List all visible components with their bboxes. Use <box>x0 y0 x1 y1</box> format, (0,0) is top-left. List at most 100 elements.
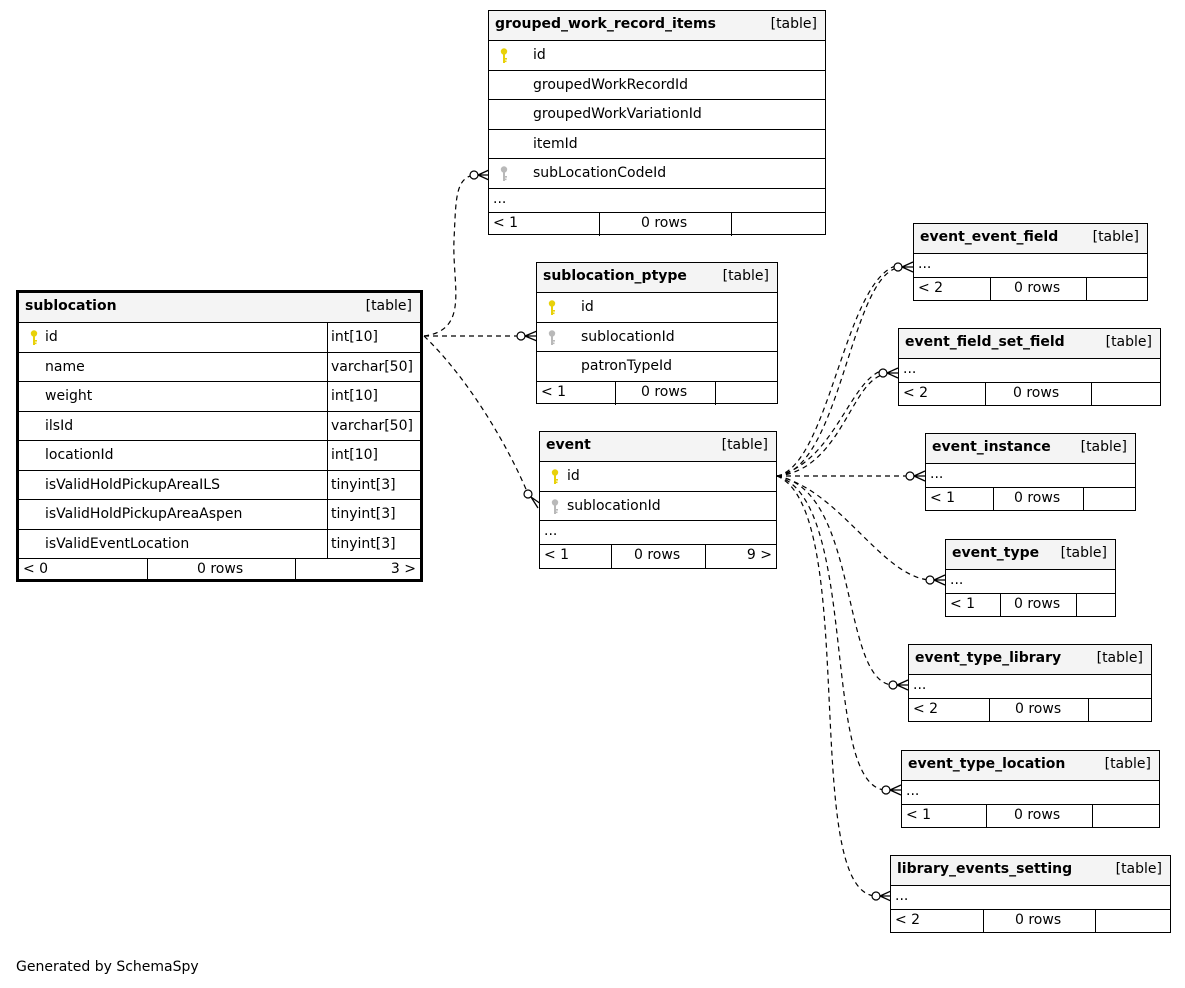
row-count: 0 rows <box>1015 912 1062 928</box>
table-header: event [table] <box>540 432 776 462</box>
table-header: sublocation [table] <box>19 293 420 323</box>
table-name: grouped_work_record_items <box>495 16 716 32</box>
row-count: 0 rows <box>197 561 244 577</box>
parents-count: < 2 <box>895 912 921 928</box>
crowfoot-optional-marker <box>893 262 903 272</box>
parents-count: < 2 <box>903 385 929 401</box>
table-type: [table] <box>721 437 768 453</box>
column-row: itemId <box>489 130 825 159</box>
column-name: isValidHoldPickupAreaILS <box>45 476 220 493</box>
table-footer: < 2 0 rows <box>909 699 1151 722</box>
column-type: varchar[50] <box>331 417 413 434</box>
primary-key-icon <box>545 299 559 317</box>
table-type: [table] <box>1104 756 1151 772</box>
parents-count: < 1 <box>930 490 956 506</box>
parents-count: < 0 <box>23 561 49 577</box>
row-count: 0 rows <box>641 214 688 231</box>
column-name: id <box>567 468 580 484</box>
more-columns: ... <box>489 189 825 213</box>
edge-sublocation-event <box>423 335 529 495</box>
column-name: subLocationCodeId <box>533 165 667 181</box>
column-name: patronTypeId <box>581 358 673 374</box>
table-footer: < 2 0 rows <box>891 910 1170 933</box>
column-type: varchar[50] <box>331 358 413 375</box>
crowfoot-many-marker <box>886 367 899 379</box>
more-columns: ... <box>891 886 1170 910</box>
primary-key-icon <box>548 468 562 486</box>
crowfoot-optional-marker <box>888 680 898 690</box>
table-name: sublocation_ptype <box>543 268 687 284</box>
crowfoot-many-marker <box>896 679 909 691</box>
table-name: event_instance <box>932 439 1051 455</box>
table-header: event_type_location[table] <box>902 751 1159 781</box>
table-name: sublocation <box>25 298 117 314</box>
more-columns: ... <box>914 254 1147 278</box>
column-name: sublocationId <box>567 497 661 514</box>
column-name: id <box>45 329 58 345</box>
table-type: [table] <box>770 16 817 32</box>
edge-event-event-type-location <box>776 475 886 791</box>
column-row: subLocationCodeId <box>489 159 825 189</box>
table-type: [table] <box>1115 861 1162 877</box>
column-row: ilsId varchar[50] <box>19 411 420 441</box>
crowfoot-optional-marker <box>925 575 935 585</box>
table-header: grouped_work_record_items [table] <box>489 11 825 41</box>
crowfoot-many-marker <box>477 169 490 181</box>
column-name: itemId <box>533 135 578 152</box>
crowfoot-optional-marker <box>878 368 888 378</box>
table-type: [table] <box>1060 545 1107 561</box>
table-header: library_events_setting[table] <box>891 856 1170 886</box>
edge-sublocation-grouped-work-record-items <box>423 174 475 337</box>
table-footer: < 1 0 rows 9 > <box>540 545 776 568</box>
column-name: isValidHoldPickupAreaAspen <box>45 506 243 522</box>
column-row: patronTypeId <box>537 352 777 382</box>
crowfoot-many-marker <box>879 890 892 902</box>
table-name: event <box>546 437 591 453</box>
table-name: event_type_library <box>915 650 1062 666</box>
more-columns: ... <box>902 781 1159 805</box>
row-count: 0 rows <box>1014 280 1061 296</box>
crowfoot-many-marker <box>524 330 538 342</box>
column-type: int[10] <box>331 447 378 463</box>
table-header: sublocation_ptype [table] <box>537 263 777 293</box>
table-header: event_event_field[table] <box>914 224 1147 254</box>
row-count: 0 rows <box>1014 807 1061 823</box>
parents-count: < 2 <box>913 701 939 717</box>
row-count: 0 rows <box>1015 701 1062 717</box>
edge-event-library-events-setting <box>776 475 876 897</box>
more-columns: ... <box>926 464 1135 488</box>
table-footer: < 1 0 rows <box>537 381 777 405</box>
parents-count: < 1 <box>541 383 567 400</box>
column-row: id <box>489 41 825 71</box>
row-count: 0 rows <box>1014 490 1061 506</box>
column-type: tinyint[3] <box>331 476 396 493</box>
column-row: sublocationId <box>540 492 776 521</box>
edge-event-event-type <box>776 475 930 581</box>
children-count: 9 > <box>746 547 772 563</box>
table-type: [table] <box>1105 334 1152 350</box>
table-header: event_field_set_field[table] <box>899 329 1160 359</box>
table-library-events-setting[interactable]: library_events_setting[table]... < 2 0 row… <box>890 855 1171 933</box>
table-footer: < 0 0 rows 3 > <box>19 559 420 582</box>
column-name: ilsId <box>45 417 74 434</box>
more-columns: ... <box>946 570 1115 594</box>
column-name: groupedWorkVariationId <box>533 106 702 122</box>
table-header: event_type[table] <box>946 540 1115 570</box>
table-type: [table] <box>1096 650 1143 666</box>
table-type: [table] <box>365 298 412 314</box>
